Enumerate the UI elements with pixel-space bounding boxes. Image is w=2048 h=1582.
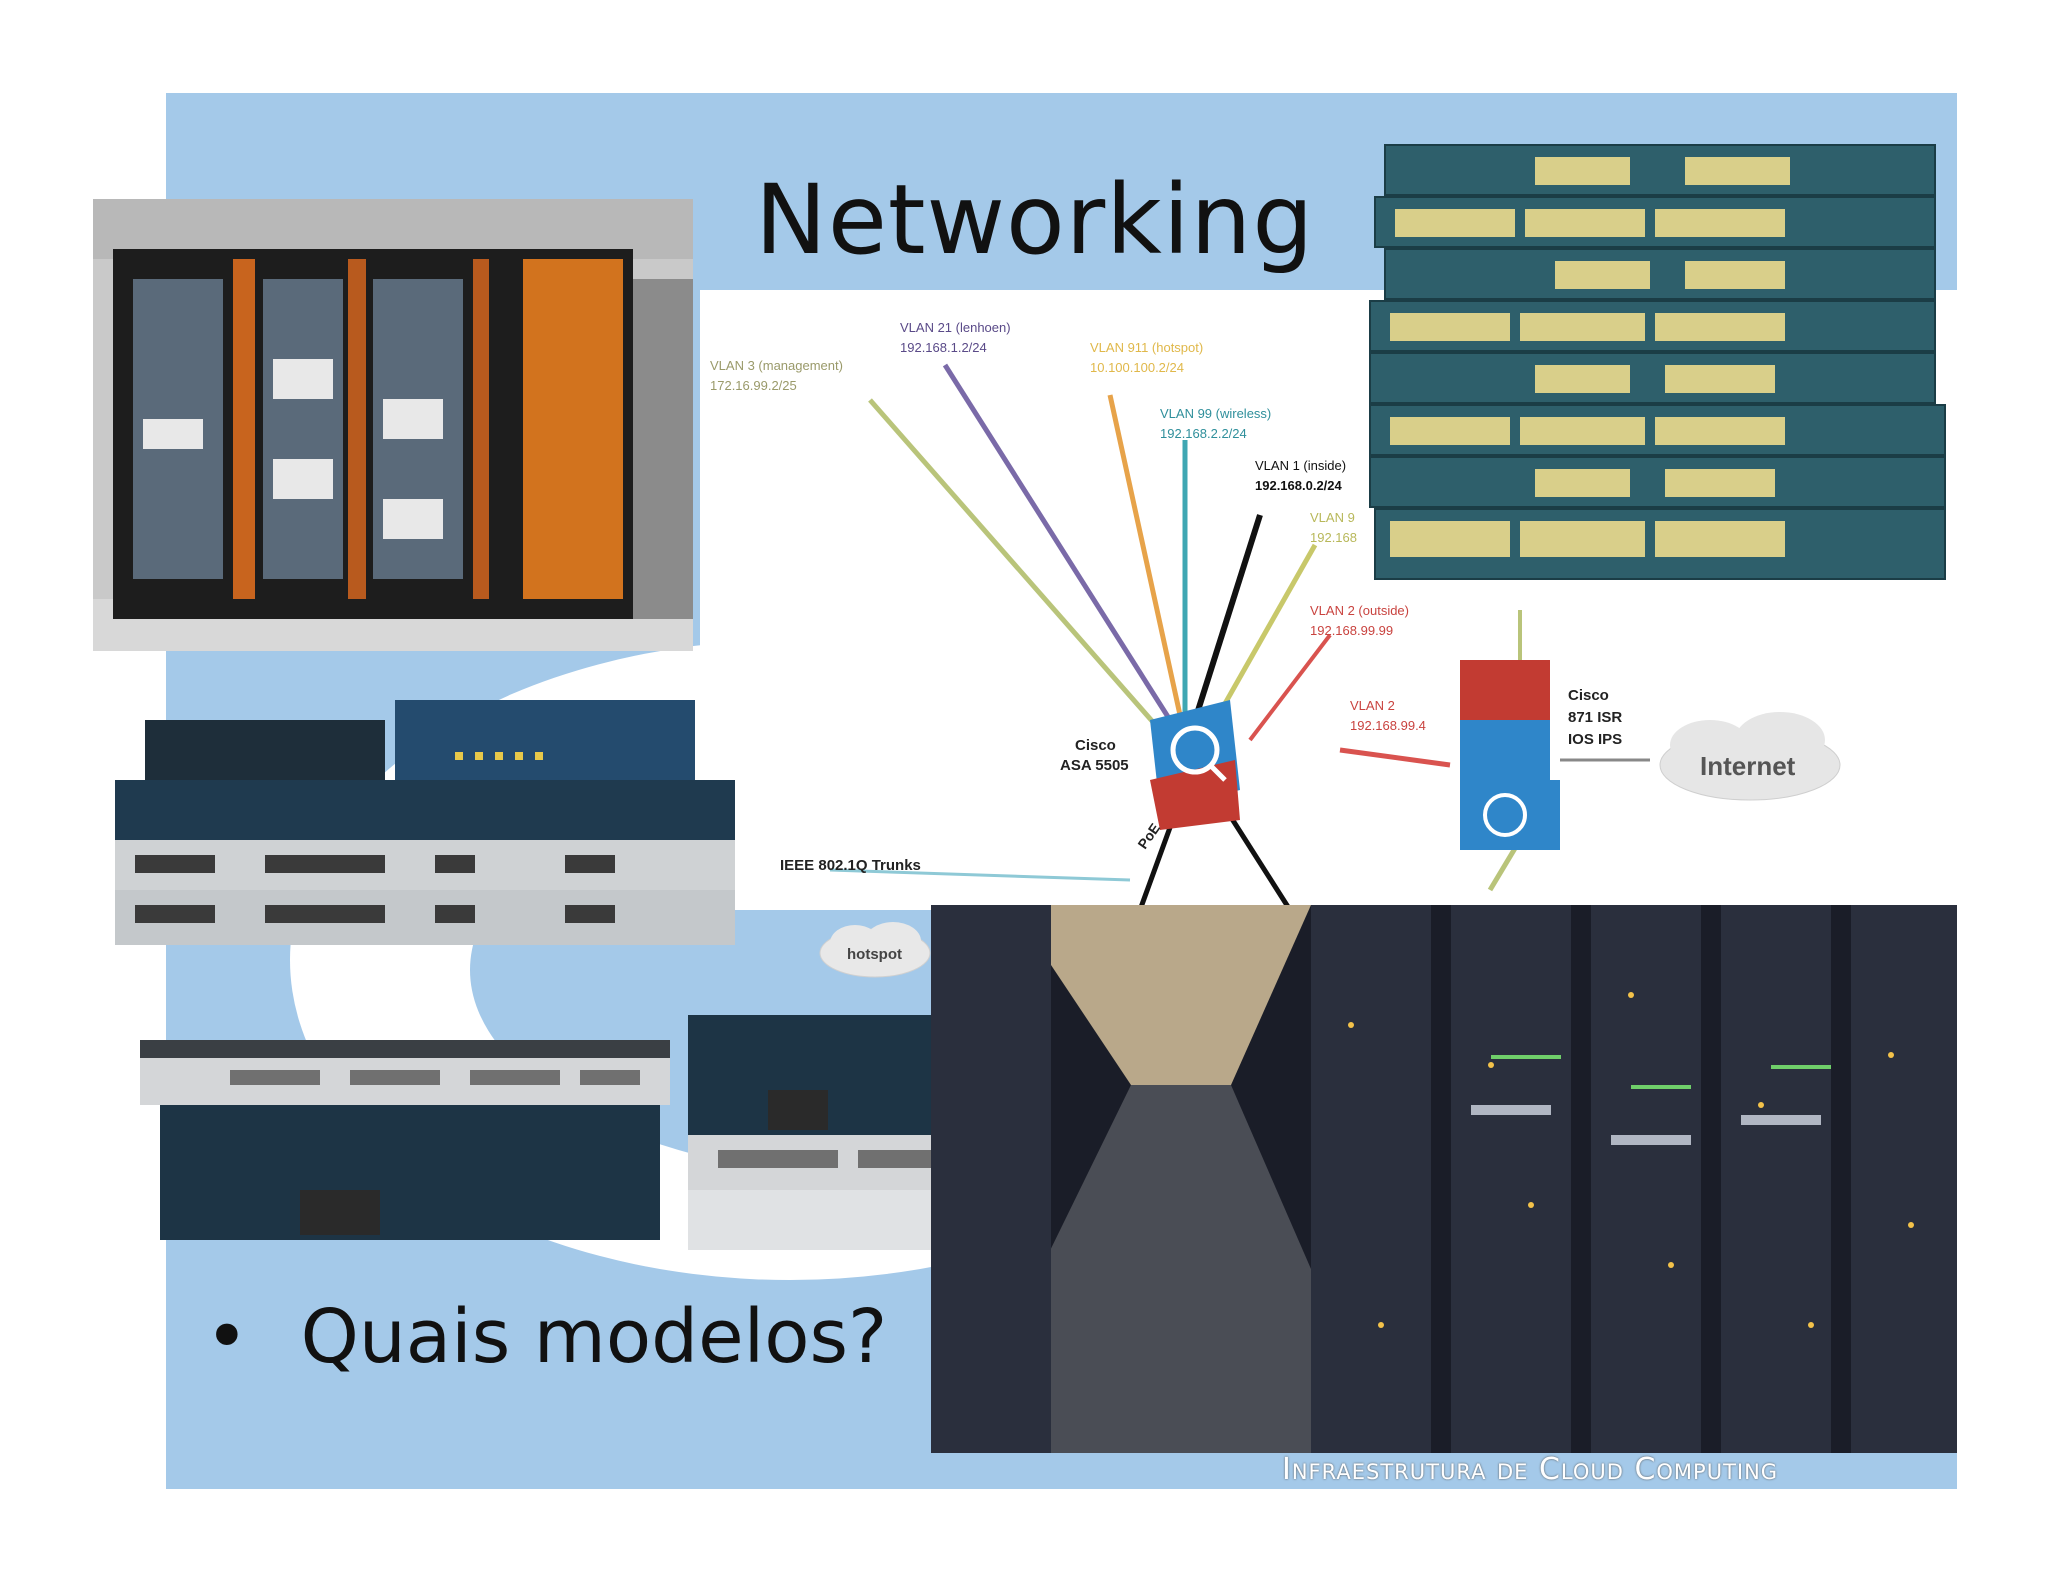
isr-label-2: 871 ISR [1568,709,1622,726]
slide-footer: Infraestrutura de Cloud Computing [1282,1452,1779,1487]
vlan-21-label: VLAN 21 (lenhoen) [900,320,1011,335]
vlan-911-link [1107,394,1183,716]
internet-label: Internet [1700,751,1796,781]
internet-cloud-icon [1659,712,1841,801]
vlan-1-link [1192,514,1263,721]
isr-label-3: IOS IPS [1568,731,1622,748]
vlan-2-outside-ip: 192.168.99.99 [1310,623,1393,638]
poe-label: PoE [1134,820,1163,851]
vlan-2-isr-label: VLAN 2 [1350,698,1395,713]
vlan-2-outside-label: VLAN 2 (outside) [1310,603,1409,618]
vlan-2-isr-ip: 192.168.99.4 [1350,718,1426,733]
vlan-9-ip: 192.168 [1310,530,1357,545]
isr-label-1: Cisco [1568,687,1609,704]
vlan-99-ip: 192.168.2.2/24 [1160,426,1247,441]
router-1-image [140,1040,670,1240]
vlan-99-label: VLAN 99 (wireless) [1160,406,1271,421]
vlan-3-label: VLAN 3 (management) [710,358,843,373]
asa-label-1: Cisco [1075,737,1116,754]
bullet-item: •Quais modelos? [205,1300,887,1374]
hotspot-label: hotspot [847,946,902,963]
trunk-link [829,868,1131,882]
network-diagram: VLAN 3 (management) 172.16.99.2/25 VLAN … [710,320,1841,910]
vlan-21-ip: 192.168.1.2/24 [900,340,987,355]
asa-label-2: ASA 5505 [1060,757,1129,774]
asa-appliance-image [115,700,735,945]
vlan-2-outside-link [1248,633,1332,742]
trunks-label: IEEE 802.1Q Trunks [780,857,921,874]
vlan-3-link [868,398,1162,732]
bullet-text: Quais modelos? [300,1294,888,1380]
vlan-3-ip: 172.16.99.2/25 [710,378,797,393]
hotspot-cloud-icon: hotspot [819,922,931,978]
vlan-2-isr-link [1339,747,1451,768]
cisco-isr-icon [1460,660,1560,850]
vlan-1-label: VLAN 1 (inside) [1255,458,1346,473]
vlan-9-label: VLAN 9 [1310,510,1355,525]
slide-title: Networking [755,164,1315,276]
vlan-21-link [942,363,1173,722]
cisco-asa-icon [1150,700,1240,830]
vlan-911-ip: 10.100.100.2/24 [1090,360,1184,375]
switch-stack-image [1369,144,1946,580]
datacenter-aisle-photo [931,905,1957,1453]
vlan-1-ip: 192.168.0.2/24 [1255,478,1343,493]
vlan-911-label: VLAN 911 (hotspot) [1090,340,1203,355]
vlan-9-link [1207,543,1318,732]
server-rack-photo [93,199,693,651]
bullet-marker: • [205,1294,249,1380]
